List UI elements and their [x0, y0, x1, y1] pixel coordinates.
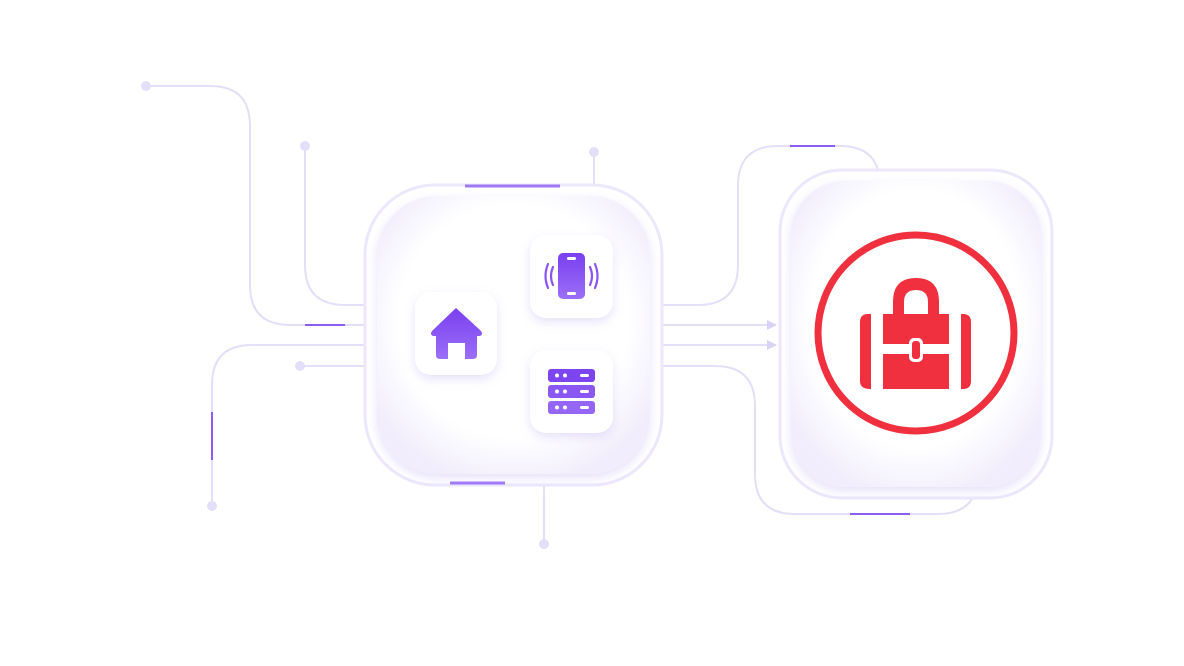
- target-card: [778, 168, 1054, 500]
- server-icon: [548, 369, 595, 414]
- connector-line: [304, 146, 365, 306]
- endpoint-dot: [539, 539, 549, 549]
- home-icon: [431, 308, 482, 359]
- source-hub-card: [363, 183, 664, 487]
- line-endpoints: [141, 81, 599, 549]
- connector-line: [662, 365, 983, 515]
- connector-line: [211, 344, 365, 506]
- line-accents: [211, 145, 910, 515]
- connector-lines: [146, 85, 983, 544]
- endpoint-dot: [589, 147, 599, 157]
- locked-briefcase-icon: [860, 278, 971, 389]
- connector-line: [662, 145, 885, 306]
- endpoint-dot: [141, 81, 151, 91]
- endpoint-dot: [300, 141, 310, 151]
- endpoint-dot: [207, 501, 217, 511]
- endpoint-dot: [295, 361, 305, 371]
- connector-line: [146, 85, 365, 326]
- phone-vibrate-icon: [544, 253, 599, 299]
